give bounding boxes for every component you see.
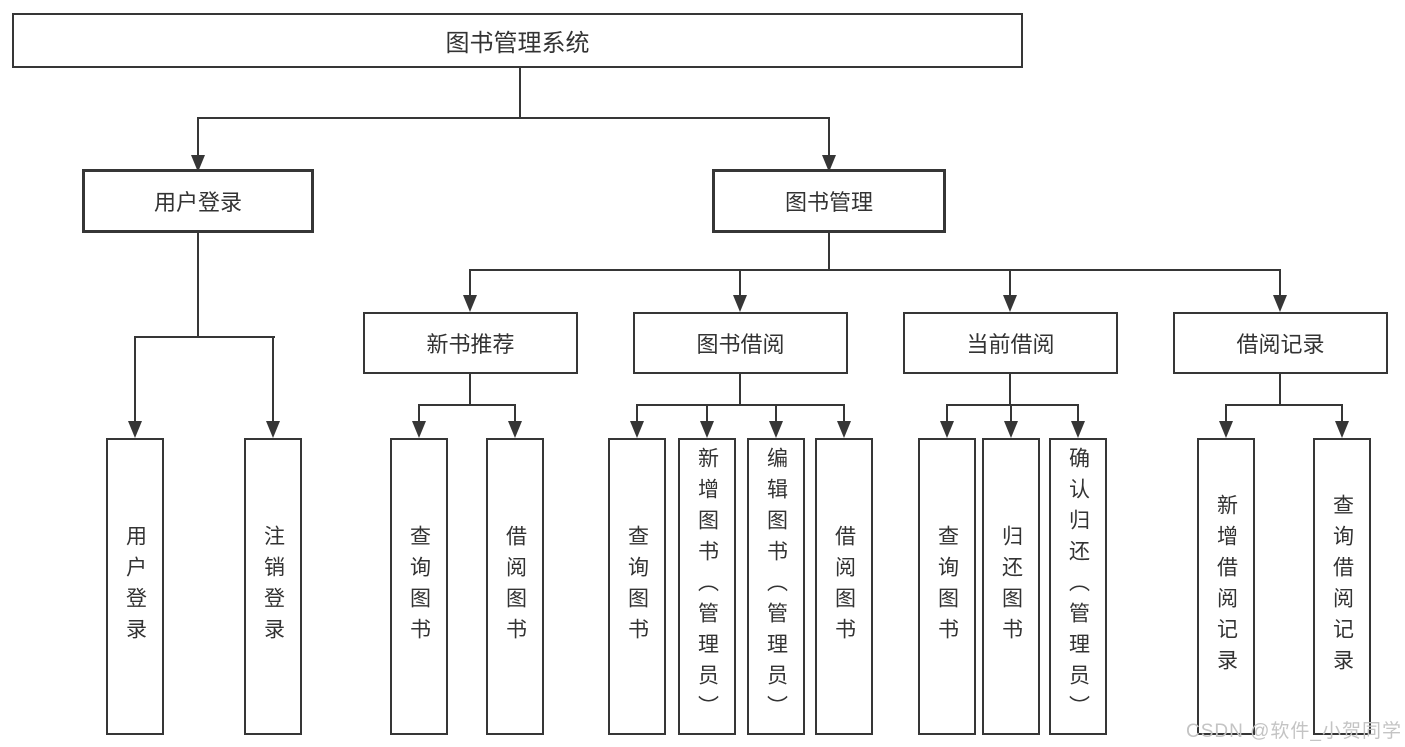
leaf-label: 查询借阅记录 [1330,493,1354,680]
connector-vline [272,336,274,423]
node-label: 借阅记录 [1236,332,1325,357]
arrowhead-down-icon [940,421,954,438]
leaf-logout: 注销登录 [244,438,302,735]
connector-vline [519,68,521,118]
connector-hline [947,404,1079,406]
leaf-add-borrow-record: 新增借阅记录 [1197,438,1255,735]
leaf-confirm-return-admin: 确认归还（管理员） [1049,438,1107,735]
connector-vline [1009,269,1011,297]
connector-vline [1279,269,1281,297]
connector-vline [134,336,136,423]
arrowhead-down-icon [630,421,644,438]
leaf-borrow-books: 借阅图书 [815,438,873,735]
node-new-book-recommendation: 新书推荐 [363,312,578,374]
arrowhead-down-icon [700,421,714,438]
leaf-label: 用户登录 [123,524,147,649]
leaf-edit-book-admin: 编辑图书（管理员） [747,438,805,735]
leaf-label: 查询图书 [625,524,649,649]
node-label: 当前借阅 [966,332,1055,357]
arrowhead-down-icon [508,421,522,438]
connector-vline [1341,404,1343,423]
leaf-label: 借阅图书 [503,524,527,649]
leaf-query-books-recommend: 查询图书 [390,438,448,735]
connector-vline [197,232,199,338]
node-borrowing-records: 借阅记录 [1173,312,1388,374]
arrowhead-down-icon [1003,295,1017,312]
leaf-label: 归还图书 [999,524,1023,649]
leaf-query-books-borrow: 查询图书 [608,438,666,735]
node-book-borrowing: 图书借阅 [633,312,848,374]
arrowhead-down-icon [1219,421,1233,438]
connector-vline [418,404,420,423]
leaf-query-borrow-record: 查询借阅记录 [1313,438,1371,735]
connector-hline [1226,404,1343,406]
connector-hline [469,269,1281,271]
connector-vline [469,269,471,297]
connector-vline [1010,404,1012,423]
connector-vline [1279,373,1281,405]
leaf-label: 新增图书（管理员） [695,447,719,726]
arrowhead-down-icon [128,421,142,438]
connector-vline [739,269,741,297]
connector-hline [637,404,845,406]
leaf-label: 确认归还（管理员） [1066,447,1090,726]
leaf-label: 借阅图书 [832,524,856,649]
connector-vline [828,117,830,157]
leaf-label: 编辑图书（管理员） [764,447,788,726]
node-user-login: 用户登录 [82,169,314,233]
csdn-watermark: CSDN @软件_小贺同学 [1186,721,1402,742]
arrowhead-down-icon [412,421,426,438]
arrowhead-down-icon [1071,421,1085,438]
arrowhead-down-icon [1004,421,1018,438]
connector-hline [134,336,275,338]
arrowhead-down-icon [769,421,783,438]
connector-vline [1009,373,1011,405]
node-label: 用户登录 [153,190,242,215]
node-label: 新书推荐 [426,332,515,357]
node-current-borrowing: 当前借阅 [903,312,1118,374]
node-label: 图书借阅 [696,332,785,357]
leaf-label: 新增借阅记录 [1214,493,1238,680]
leaf-label: 查询图书 [407,524,431,649]
leaf-add-book-admin: 新增图书（管理员） [678,438,736,735]
connector-vline [706,404,708,423]
node-label: 图书管理系统 [445,30,590,57]
leaf-user-login: 用户登录 [106,438,164,735]
leaf-query-books-current: 查询图书 [918,438,976,735]
connector-hline [419,404,516,406]
arrowhead-down-icon [463,295,477,312]
connector-vline [828,233,830,271]
connector-vline [197,117,199,157]
arrowhead-down-icon [266,421,280,438]
connector-vline [1225,404,1227,423]
connector-vline [775,404,777,423]
connector-vline [1077,404,1079,423]
arrowhead-down-icon [1273,295,1287,312]
arrowhead-down-icon [837,421,851,438]
arrowhead-down-icon [733,295,747,312]
connector-vline [843,404,845,423]
leaf-label: 注销登录 [261,524,285,649]
node-book-management: 图书管理 [712,169,946,233]
connector-vline [739,373,741,405]
node-label: 图书管理 [784,190,873,215]
arrowhead-down-icon [1335,421,1349,438]
arrowhead-down-icon [822,155,836,172]
leaf-return-books: 归还图书 [982,438,1040,735]
leaf-label: 查询图书 [935,524,959,649]
node-library-management-system: 图书管理系统 [12,13,1023,68]
connector-vline [946,404,948,423]
leaf-borrow-books-recommend: 借阅图书 [486,438,544,735]
connector-vline [636,404,638,423]
connector-hline [197,117,830,119]
connector-vline [514,404,516,423]
arrowhead-down-icon [191,155,205,172]
connector-vline [469,373,471,405]
